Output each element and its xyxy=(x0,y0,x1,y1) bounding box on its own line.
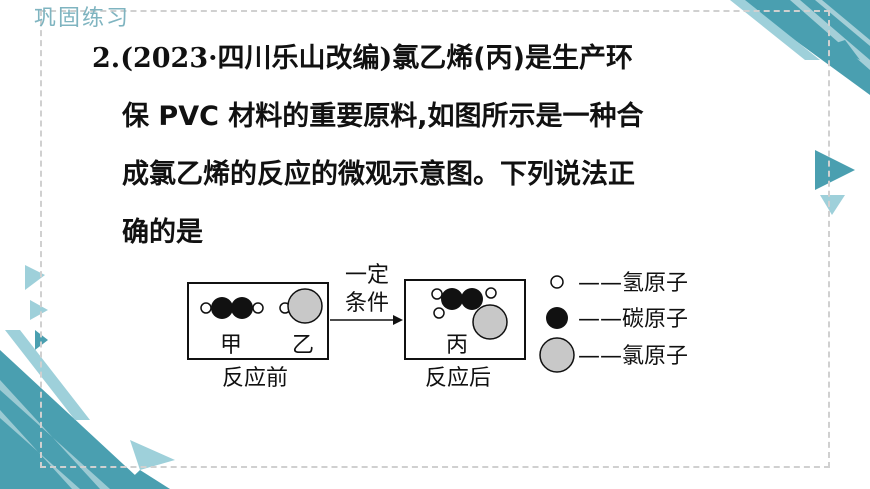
question-line-4: 确的是 xyxy=(122,217,203,248)
question-number: 2. xyxy=(92,43,121,74)
question-line-3: 成氯乙烯的反应的微观示意图。下列说法正 xyxy=(122,159,635,190)
question-text: 2.(2023·四川乐山改编)氯乙烯(丙)是生产环 保 PVC 材料的重要原料,… xyxy=(92,30,792,262)
question-line-1-text: 氯乙烯(丙)是生产环 xyxy=(392,43,633,74)
question-source: (2023·四川乐山改编) xyxy=(120,43,393,74)
section-title: 巩固练习 xyxy=(34,6,131,31)
question-line-1: 2.(2023·四川乐山改编)氯乙烯(丙)是生产环 xyxy=(92,30,792,88)
content-frame xyxy=(40,10,830,468)
question-line-2: 保 PVC 材料的重要原料,如图所示是一种合 xyxy=(122,101,644,132)
